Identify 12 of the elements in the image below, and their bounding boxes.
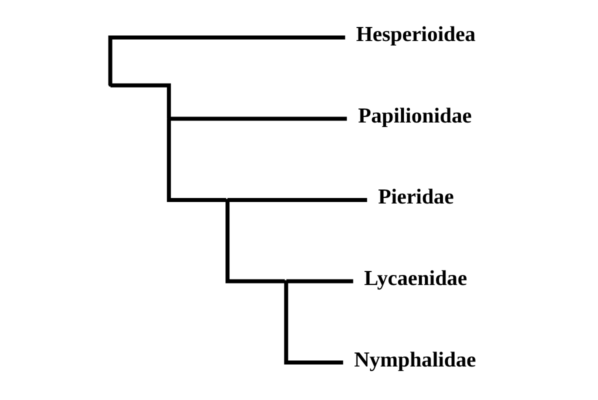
node-text: Papilionidae [358, 103, 472, 128]
node-text: Hesperioidea [356, 22, 476, 46]
node-point [284, 280, 287, 282]
node-text: Lycaenidae [364, 266, 468, 290]
connector [168, 116, 347, 121]
connector [108, 35, 346, 86]
node-point [226, 198, 228, 202]
node-text: Pieridae [378, 184, 454, 209]
connector [226, 200, 285, 284]
node-text: Nymphalidae [354, 347, 476, 372]
connector [286, 279, 354, 284]
connector [227, 198, 368, 202]
